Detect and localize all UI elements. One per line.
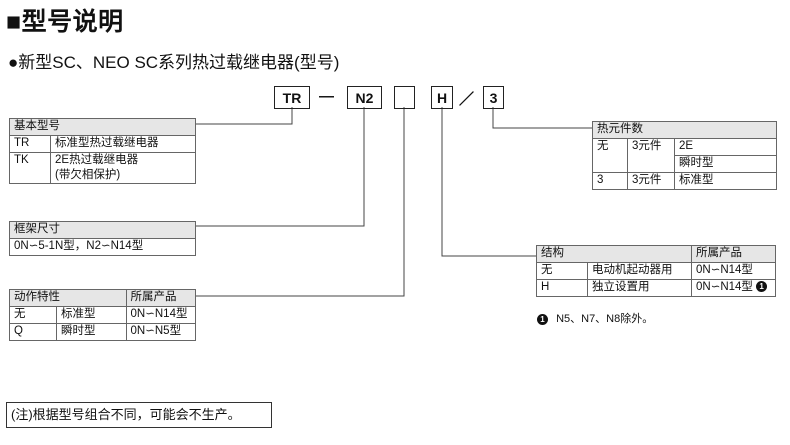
basic-desc-cell: 2E热过载继电器 (带欠相保护) [50,152,196,184]
structure-table: 结构 所属产品 无 电动机起动器用 0N∽N14型 H 独立设置用 0N∽N14… [536,245,776,297]
structure-product-cell: 0N∽N14型 [691,262,776,280]
table-row: TR 标准型热过载继电器 [9,135,196,153]
structure-desc-cell: 独立设置用 [587,279,692,297]
action-desc-cell: 瞬时型 [56,323,127,341]
structure-product-header: 所属产品 [691,245,776,263]
note-badge: 1 [537,313,548,325]
structure-note-text: N5、N7、N8除外。 [556,313,654,325]
table-row: 3 3元件 标准型 [592,172,777,190]
frame-size-table: 框架尺寸 0N∽5-1N型，N2∽N14型 [9,221,196,256]
elements-code-cell: 3 [592,172,628,190]
basic-code-cell: TK [9,152,51,184]
elements-count-cell: 3元件 [627,172,675,190]
elements-type-cell: 瞬时型 [674,155,777,173]
basic-desc-line: (带欠相保护) [55,169,121,181]
basic-model-header: 基本型号 [9,118,196,136]
structure-code-cell: 无 [536,262,588,280]
note-badge: 1 [756,281,768,293]
elements-table: 热元件数 无 3元件 2E 瞬时型 3 3元件 标准型 [592,121,777,190]
code-dash: — [319,88,334,105]
code-box-elements: 3 [483,86,504,109]
action-product-cell: 0N∽N5型 [125,323,197,341]
frame-size-value: 0N∽5-1N型，N2∽N14型 [9,238,196,256]
basic-desc-line: 2E热过载继电器 [55,154,139,166]
structure-desc-cell: 电动机起动器用 [587,262,692,280]
elements-count-cell: 3元件 [627,138,675,173]
section-subtitle: ●新型SC、NEO SC系列热过载继电器(型号) [8,53,340,72]
action-code-cell: 无 [9,306,57,324]
elements-code-cell: 无 [592,138,628,173]
table-row: 瞬时型 [593,155,777,173]
line-action [196,107,405,297]
action-table: 动作特性 所属产品 无 标准型 0N∽N14型 Q 瞬时型 0N∽N5型 [9,289,197,341]
action-product-cell: 0N∽N14型 [125,306,197,324]
code-box-frame: N2 [347,86,382,109]
basic-model-table: 基本型号 TR 标准型热过载继电器 TK 2E热过载继电器 (带欠相保护) [9,118,196,184]
code-box-basic: TR [274,86,310,109]
code-slash: ／ [459,91,475,108]
footnote: (注)根据型号组合不同，可能会不生产。 [6,402,272,428]
basic-code-cell: TR [9,135,51,153]
structure-product-text: 0N∽N14型 [696,281,753,293]
action-product-header: 所属产品 [125,289,197,307]
elements-type-cell: 标准型 [674,172,777,190]
action-header: 动作特性 [9,289,127,307]
table-row: 无 3元件 2E [592,138,777,173]
action-code-cell: Q [9,323,57,341]
code-box-structure: H [431,86,453,109]
elements-header: 热元件数 [592,121,777,139]
line-frame [196,107,365,227]
structure-note: 1 N5、N7、N8除外。 [537,310,653,326]
line-basic [196,107,293,125]
frame-size-header: 框架尺寸 [9,221,196,239]
code-box-action [394,86,415,109]
structure-product-cell: 0N∽N14型 1 [691,279,776,297]
basic-desc-cell: 标准型热过载继电器 [50,135,196,153]
line-elements [492,107,597,129]
table-row: 无 标准型 0N∽N14型 [9,306,197,324]
table-row: H 独立设置用 0N∽N14型 1 [536,279,776,297]
table-row: TK 2E热过载继电器 (带欠相保护) [9,152,196,184]
table-row: Q 瞬时型 0N∽N5型 [9,323,197,341]
page-title: ■型号说明 [6,8,124,36]
table-row: 无 电动机起动器用 0N∽N14型 [536,262,776,280]
structure-header: 结构 [536,245,692,263]
line-structure [441,107,536,257]
action-desc-cell: 标准型 [56,306,127,324]
elements-type-cell: 2E [674,138,777,156]
structure-code-cell: H [536,279,588,297]
